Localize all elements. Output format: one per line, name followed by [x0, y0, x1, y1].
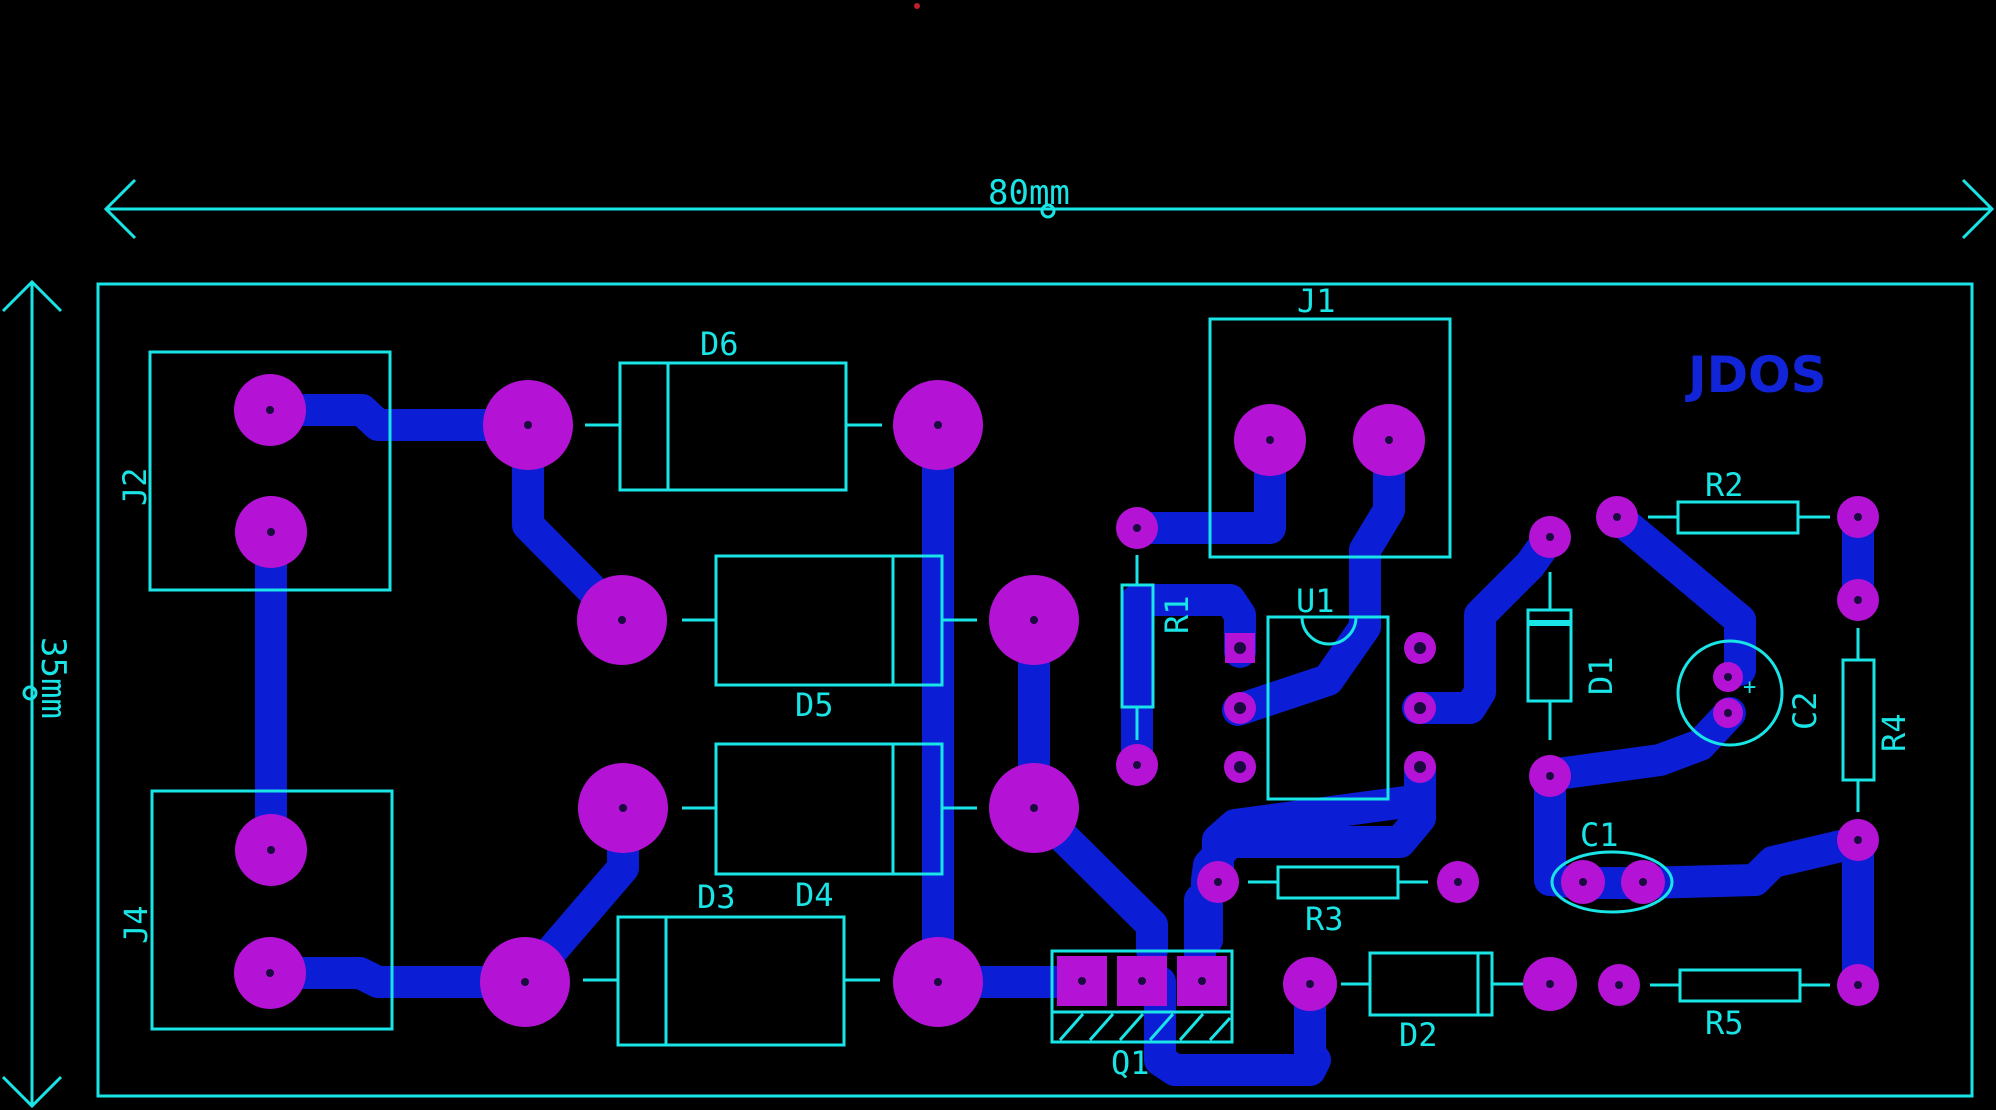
c1-outline [1550, 850, 1674, 914]
silkscreen [148, 317, 1876, 1047]
d2-outline [1368, 951, 1494, 1017]
label-d4: D4 [795, 876, 834, 914]
width-dimension: 80mm [103, 173, 1995, 240]
label-c2: C2 [1786, 691, 1824, 730]
u1-outline [1266, 615, 1390, 801]
reference-labels: J1 J2 J4 D6 D5 D3 D4 R1 U1 D1 R2 + C2 R4… [116, 282, 1913, 1082]
d6-outline [618, 361, 848, 492]
r5-outline [1678, 968, 1802, 1003]
label-r3: R3 [1305, 900, 1344, 938]
label-r2: R2 [1705, 466, 1744, 504]
r2-outline [1676, 500, 1800, 535]
label-d5: D5 [795, 686, 834, 724]
label-r1: R1 [1158, 595, 1196, 634]
label-c1: C1 [1580, 816, 1619, 854]
r3-outline [1276, 865, 1400, 900]
c2-outline [1676, 639, 1784, 747]
label-u1: U1 [1296, 582, 1335, 620]
board-logo: JDOS [1685, 346, 1827, 404]
width-dimension-label: 80mm [988, 173, 1070, 213]
height-dimension: 35mm [1, 279, 73, 1109]
height-dimension-label: 35mm [33, 637, 73, 719]
d3-outline [616, 915, 846, 1047]
board-outline [96, 282, 1974, 1098]
label-r4: R4 [1875, 713, 1913, 752]
label-d6: D6 [700, 325, 739, 363]
label-j1: J1 [1297, 282, 1336, 320]
q1-outline [1050, 949, 1234, 1044]
d4-outline [714, 742, 944, 876]
r4-outline [1841, 658, 1876, 782]
q1-hatch [1058, 1013, 1232, 1042]
d5-outline [714, 554, 944, 687]
label-q1: Q1 [1111, 1044, 1150, 1082]
label-d3: D3 [697, 878, 736, 916]
pads [234, 374, 1879, 1027]
j1-outline [1208, 317, 1452, 559]
label-d2: D2 [1399, 1016, 1438, 1054]
j4-outline [150, 789, 394, 1031]
j2-outline [148, 350, 392, 592]
label-c2-polarity: + [1743, 675, 1756, 700]
label-r5: R5 [1705, 1004, 1744, 1042]
label-d1: D1 [1582, 656, 1620, 695]
label-j2: J2 [116, 467, 154, 506]
label-j4: J4 [117, 905, 155, 944]
origin-marker [914, 3, 920, 9]
